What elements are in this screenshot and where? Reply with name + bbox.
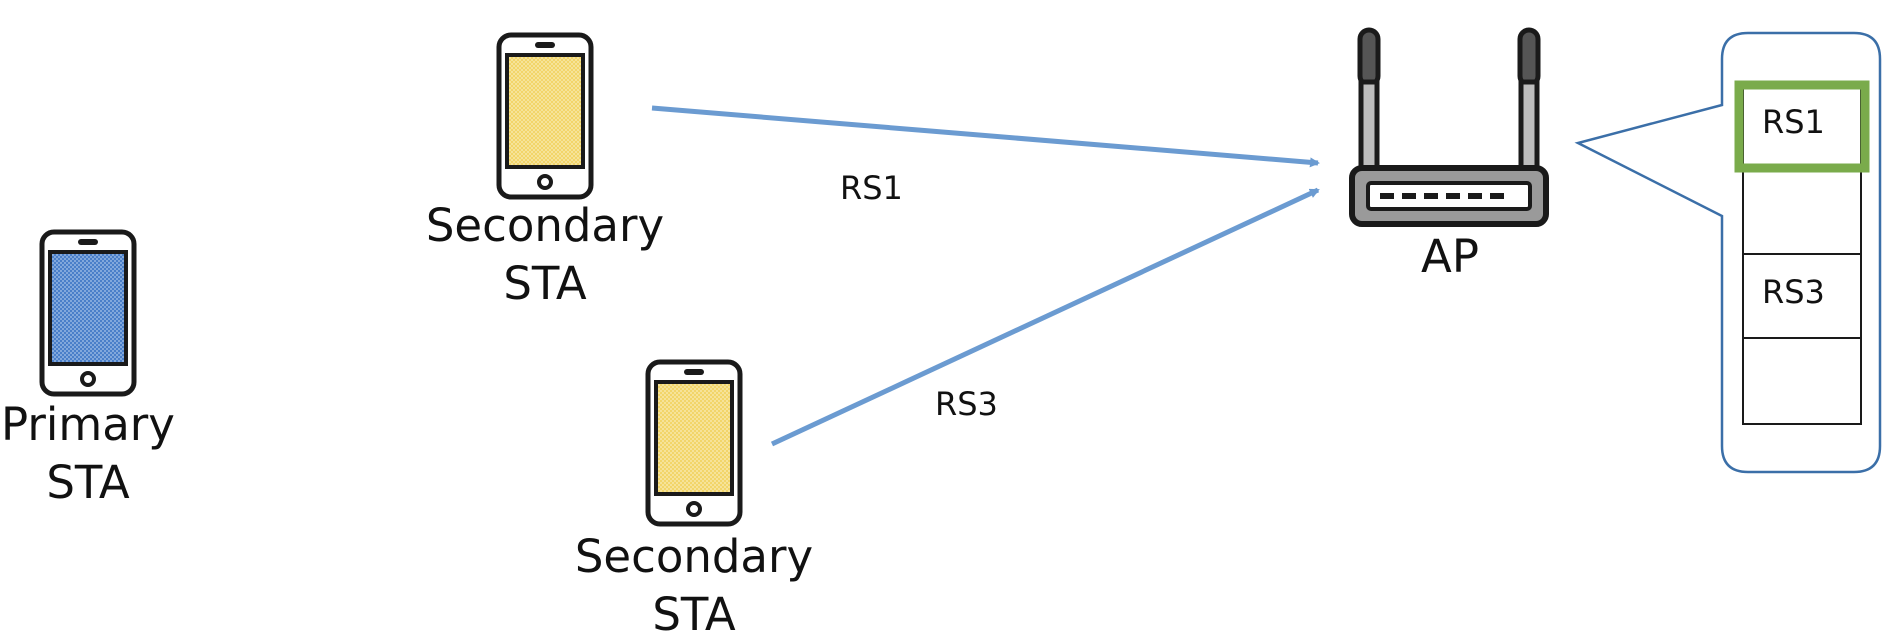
queue-slot-1-label: RS1 bbox=[1762, 103, 1825, 141]
queue-slots bbox=[1734, 80, 1870, 425]
rs3-arrow bbox=[770, 187, 1320, 447]
primary-sta-phone-icon bbox=[39, 229, 137, 397]
rs1-link-label: RS1 bbox=[840, 169, 903, 207]
queue-slot-2 bbox=[1742, 169, 1862, 255]
queue-slot-4 bbox=[1742, 337, 1862, 425]
ap-label: AP bbox=[1421, 230, 1479, 283]
rs3-link-label: RS3 bbox=[935, 385, 998, 423]
wifi-router-icon bbox=[1349, 27, 1549, 227]
secondary-sta-top-phone-icon bbox=[496, 32, 594, 200]
secondary-sta-bottom-phone-icon bbox=[645, 359, 743, 527]
secondary-sta-top-label: Secondary STA bbox=[425, 199, 665, 310]
secondary-sta-bottom-label: Secondary STA bbox=[574, 530, 814, 641]
rs1-arrow bbox=[651, 105, 1320, 168]
primary-sta-label: Primary STA bbox=[1, 398, 175, 509]
queue-slot-highlight bbox=[1734, 80, 1870, 173]
queue-slot-3-label: RS3 bbox=[1762, 273, 1825, 311]
